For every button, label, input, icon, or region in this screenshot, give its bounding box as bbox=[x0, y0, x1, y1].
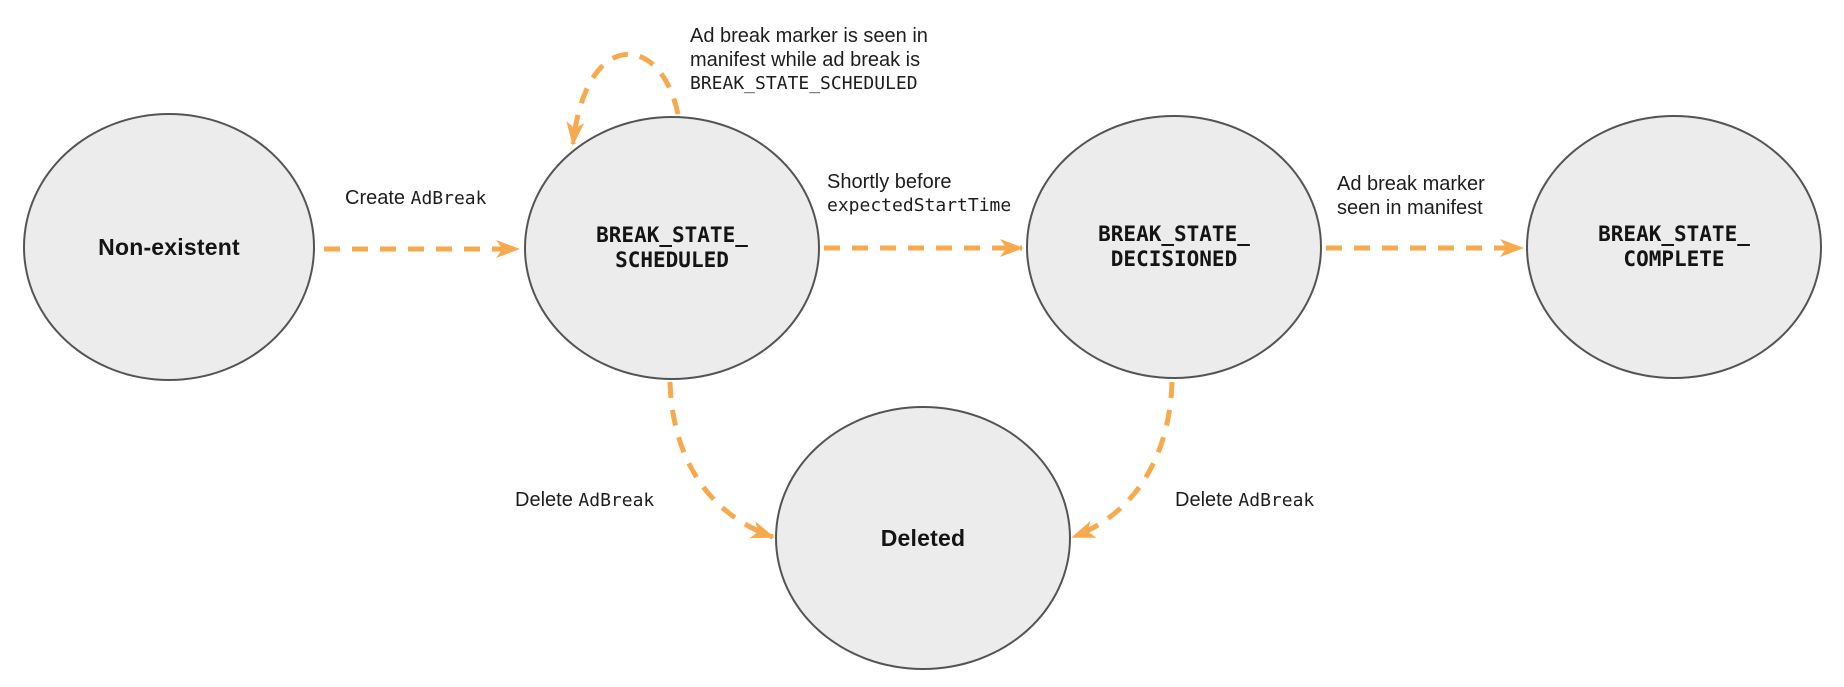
state-non-existent-label: Non-existent bbox=[98, 233, 240, 260]
label-marker-seen-line2: seen in manifest bbox=[1337, 197, 1483, 219]
edge-decisioned-to-deleted bbox=[1071, 381, 1175, 540]
label-create-adbreak-code: AdBreak bbox=[410, 188, 487, 209]
state-break-state-scheduled: BREAK_STATE_ SCHEDULED bbox=[524, 116, 820, 380]
state-decisioned-label: BREAK_STATE_ DECISIONED bbox=[1098, 222, 1250, 271]
label-self-loop-line2: manifest while ad break is bbox=[690, 49, 921, 71]
label-shortly-before-line1: Shortly before bbox=[827, 171, 952, 193]
state-deleted: Deleted bbox=[775, 406, 1071, 670]
label-shortly-before: Shortly before expectedStartTime bbox=[827, 170, 1011, 218]
label-marker-seen: Ad break marker seen in manifest bbox=[1337, 172, 1485, 220]
label-delete-left-code: AdBreak bbox=[578, 490, 655, 511]
state-break-state-complete: BREAK_STATE_ COMPLETE bbox=[1526, 115, 1822, 379]
state-non-existent: Non-existent bbox=[23, 113, 315, 381]
edge-scheduled-to-deleted bbox=[667, 381, 775, 540]
label-self-loop-line3-code: BREAK_STATE_SCHEDULED bbox=[690, 73, 918, 94]
label-delete-right-code: AdBreak bbox=[1238, 490, 1315, 511]
label-shortly-before-code: expectedStartTime bbox=[827, 195, 1012, 216]
label-create-adbreak-text: Create bbox=[345, 187, 406, 209]
state-complete-label: BREAK_STATE_ COMPLETE bbox=[1598, 222, 1750, 271]
state-scheduled-label: BREAK_STATE_ SCHEDULED bbox=[596, 223, 748, 272]
label-self-loop-line1: Ad break marker is seen in bbox=[690, 25, 928, 47]
state-break-state-decisioned: BREAK_STATE_ DECISIONED bbox=[1026, 115, 1322, 379]
label-delete-left-text: Delete bbox=[515, 489, 573, 511]
label-self-loop: Ad break marker is seen in manifest whil… bbox=[690, 24, 928, 96]
label-delete-right-text: Delete bbox=[1175, 489, 1233, 511]
state-deleted-label: Deleted bbox=[880, 524, 966, 551]
label-marker-seen-line1: Ad break marker bbox=[1337, 173, 1485, 195]
